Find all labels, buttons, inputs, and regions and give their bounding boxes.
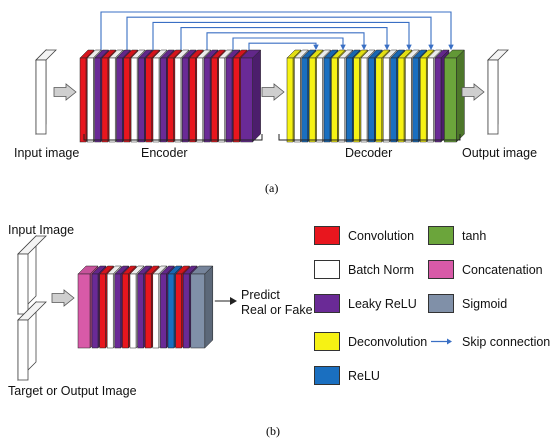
legend-deconvolution: Deconvolution [314,332,427,351]
input-image-plane [35,49,57,135]
skip-connection-line [232,37,346,52]
predict-arrow-head [230,297,237,305]
decoder-label: Decoder [345,146,393,160]
sigmoid-layer [190,265,214,349]
legend-concatenation: Concatenation [428,260,543,279]
skip-connection-line [126,16,434,52]
convolution-swatch [314,226,340,245]
skip-connection-line [100,11,454,52]
skip-connection-line [180,27,390,52]
input-image-label: Input image [14,146,80,160]
legend-skip-connection: Skip connection [428,332,550,351]
target-image-label: Target or Output Image [8,384,137,398]
relu-swatch [314,366,340,385]
legend-relu: ReLU [314,366,380,385]
legend-convolution: Convolution [314,226,414,245]
panel-b-discriminator [17,235,237,381]
encoder-bracket [83,134,263,141]
skip-connections [100,11,454,52]
sigmoid-swatch [428,294,454,313]
disc-input-arrow [51,289,75,307]
legend-tanh: tanh [428,226,486,245]
legend-batch-norm: Batch Norm [314,260,414,279]
decoder-bracket [278,134,461,141]
encoder-layer [239,49,262,143]
legend: Convolution tanh Batch Norm Concatenatio… [314,222,550,392]
caption-b: (b) [266,424,280,438]
leaky-relu-swatch [314,294,340,313]
output-image-label: Output image [462,146,538,160]
caption-a: (a) [265,181,279,195]
legend-sigmoid: Sigmoid [428,294,507,313]
real-or-fake-label: Real or Fake [241,303,313,317]
skip-connection-line [152,21,412,52]
output-image-plane [487,49,509,135]
predict-label: Predict [241,288,280,302]
middle-arrow [261,83,285,101]
tanh-layer [443,49,466,143]
panel-a-generator [35,49,509,143]
input-image-plane-b [17,235,47,315]
deconvolution-swatch [314,332,340,351]
batch-norm-swatch [314,260,340,279]
skip-arrow-icon [428,332,454,351]
encoder-label: Encoder [141,146,188,160]
skip-connection-line [248,42,319,52]
concatenation-swatch [428,260,454,279]
legend-leaky-relu: Leaky ReLU [314,294,417,313]
tanh-swatch [428,226,454,245]
target-image-plane-b [17,301,47,381]
input-image-label-b: Input Image [8,223,75,237]
skip-connection-line [206,32,367,52]
input-arrow [53,83,77,101]
output-arrow [461,83,485,101]
